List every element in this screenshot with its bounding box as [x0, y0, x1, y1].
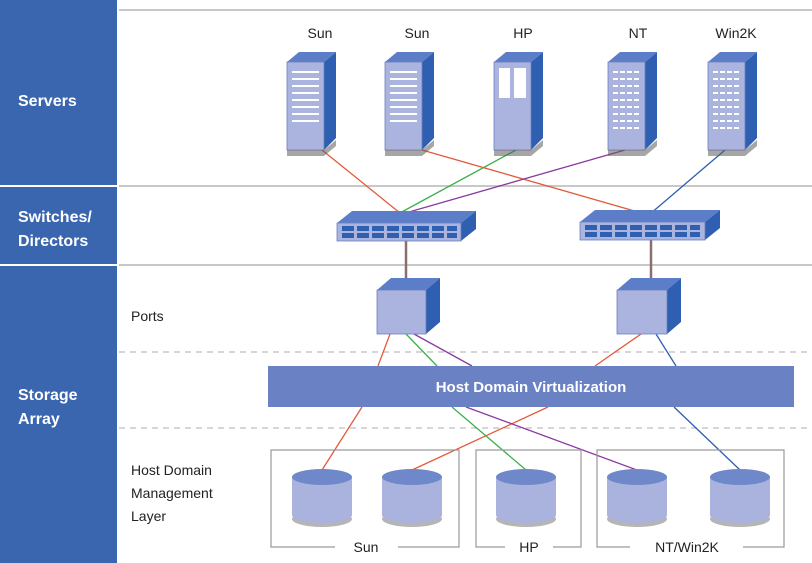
switch-1	[336, 211, 476, 242]
server-label: Win2K	[715, 25, 757, 41]
server-tower-icon	[286, 52, 336, 156]
server-sun-1	[286, 52, 336, 156]
server-sun-2	[384, 52, 434, 156]
band-servers	[0, 0, 117, 185]
server-tower-icon	[707, 52, 757, 156]
link-virt-disk-sun2	[411, 406, 549, 471]
band-label-storage-line2: Array	[18, 411, 60, 428]
band-label-switches-line1: Switches/	[18, 209, 92, 226]
management-label-line3: Layer	[131, 508, 166, 524]
server-nt	[607, 52, 657, 156]
band-label-switches-line2: Directors	[18, 233, 88, 250]
server-hp	[493, 52, 543, 156]
server-tower-icon	[384, 52, 434, 156]
disk-cylinder-icon	[607, 469, 667, 527]
switch-2	[579, 210, 720, 241]
server-label: NT	[629, 25, 648, 41]
link-nt-switch1	[401, 149, 626, 215]
disk-group-hp: HP	[475, 449, 582, 555]
link-virt-disk-hp	[451, 406, 527, 471]
disk-nt-1	[607, 469, 667, 527]
band-label-storage-line1: Storage	[18, 387, 78, 404]
disk-group-label: Sun	[354, 539, 379, 555]
link-port1-virt-sun	[377, 333, 391, 367]
server-tower-icon	[493, 52, 543, 156]
disk-cylinder-icon	[710, 469, 770, 527]
link-win2k-switch2	[649, 149, 726, 215]
server-label: Sun	[405, 25, 430, 41]
band-storage	[0, 266, 117, 563]
link-port2-virt-sun	[594, 333, 642, 367]
disk-group-sun: Sun	[270, 449, 460, 555]
disk-group-label: NT/Win2K	[655, 539, 719, 555]
link-port2-virt-win2k	[655, 333, 677, 367]
disk-nt-2	[710, 469, 770, 527]
server-label: Sun	[308, 25, 333, 41]
link-port1-virt-nt	[413, 333, 473, 367]
link-sun1-switch1	[321, 149, 401, 214]
port-2	[616, 278, 681, 335]
link-hp-switch1	[397, 149, 517, 215]
connection-lines	[321, 149, 741, 471]
virtualization-label: Host Domain Virtualization	[436, 379, 627, 396]
network-switch-icon	[336, 211, 476, 242]
link-port1-virt-hp	[405, 333, 438, 367]
disk-sun-2	[382, 469, 442, 527]
disk-hp	[496, 469, 556, 527]
row-label-ports: Ports	[131, 308, 164, 324]
server-win2k	[707, 52, 757, 156]
port-cube-icon	[616, 278, 681, 335]
management-label-line2: Management	[131, 485, 213, 501]
link-virt-disk-sun1	[321, 406, 363, 471]
disk-group-label: HP	[519, 539, 538, 555]
port-1	[376, 278, 440, 335]
disk-cylinder-icon	[382, 469, 442, 527]
virtualization-bar	[268, 366, 794, 407]
disk-group-nt-win2k: NT/Win2K	[596, 449, 785, 555]
band-label-servers: Servers	[18, 93, 77, 110]
disk-sun-1	[292, 469, 352, 527]
network-switch-icon	[579, 210, 720, 241]
band-switches	[0, 187, 117, 264]
server-label: HP	[513, 25, 532, 41]
server-tower-icon	[607, 52, 657, 156]
link-virt-disk-nt	[465, 406, 638, 471]
management-label-line1: Host Domain	[131, 462, 212, 478]
port-cube-icon	[376, 278, 440, 335]
link-sun2-switch2	[421, 149, 646, 215]
disk-cylinder-icon	[292, 469, 352, 527]
disk-cylinder-icon	[496, 469, 556, 527]
link-virt-disk-win2k	[673, 406, 741, 471]
